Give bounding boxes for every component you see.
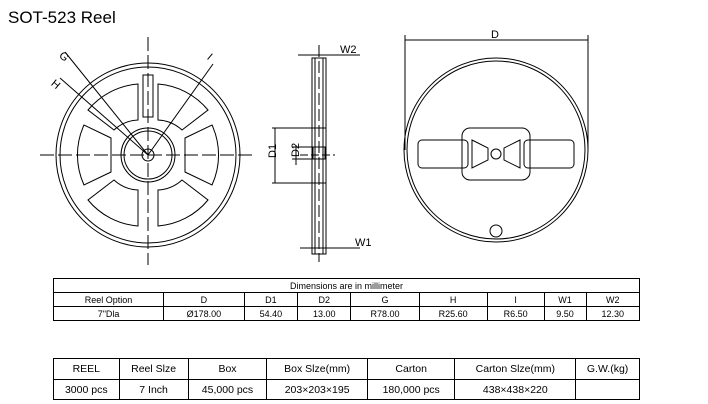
header-cell: D1 [243,292,299,307]
cell: 45,000 pcs [187,379,268,400]
packing-table: REEL Reel Slze Box Box Slze(mm) Carton C… [53,358,640,400]
header-cell: Box [187,358,268,380]
header-cell: W1 [543,292,587,307]
dimensions-caption: Dimensions are in millimeter [53,278,640,293]
cell: 7 Inch [118,379,189,400]
header-cell: G [350,292,420,307]
header-cell: D [163,292,245,307]
label-d1: D1 [267,144,279,158]
header-cell: Reel Slze [118,358,189,380]
header-cell: Carton [366,358,456,380]
cell: 438×438×220 [454,379,577,400]
table-row: 7"Dla Ø178.00 54.40 13.00 R78.00 R25.60 … [52,306,641,321]
table-header-row: REEL Reel Slze Box Box Slze(mm) Carton C… [53,358,640,380]
cell [575,379,640,400]
header-cell: H [418,292,488,307]
page-title: SOT-523 Reel [8,8,116,27]
cell: Ø178.00 [163,306,245,321]
cell: R78.00 [350,306,420,321]
dimensions-table: Dimensions are in millimeter Reel Option… [52,278,641,321]
label-d2: D2 [290,143,302,157]
header-cell: W2 [585,292,641,307]
reel-side-view [272,45,360,262]
label-d: D [491,29,499,41]
label-i: I [204,52,214,63]
header-cell: Reel Option [52,292,165,307]
cell: R6.50 [486,306,545,321]
cell: 12.30 [585,306,641,321]
header-cell: D2 [297,292,352,307]
label-g: G [56,50,70,65]
cell: 203×203×195 [266,379,368,400]
reel-drawing: G H I W2 W1 D1 D2 [40,29,589,265]
label-w1: W1 [355,237,372,249]
cell: 9.50 [543,306,587,321]
reel-back-view [403,35,589,243]
header-cell: I [486,292,545,307]
table-header-row: Reel Option D D1 D2 G H I W1 W2 [52,292,641,307]
header-cell: REEL [53,358,120,380]
header-cell: Carton Slze(mm) [454,358,577,380]
header-cell: G.W.(kg) [575,358,640,380]
cell: 13.00 [297,306,352,321]
cell: 3000 pcs [53,379,120,400]
header-cell: Box Slze(mm) [266,358,368,380]
label-w2: W2 [340,44,357,56]
cell: R25.60 [418,306,488,321]
cell: 54.40 [243,306,299,321]
cell: 7"Dla [52,306,165,321]
table-row: 3000 pcs 7 Inch 45,000 pcs 203×203×195 1… [53,379,640,400]
reel-front-view [40,37,255,265]
cell: 180,000 pcs [366,379,456,400]
label-h: H [48,78,62,92]
